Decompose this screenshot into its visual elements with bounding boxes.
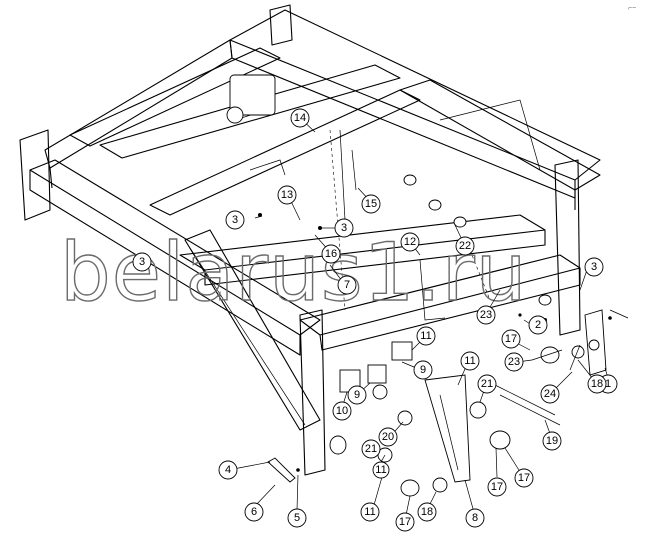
- callout-3: 3: [584, 257, 604, 277]
- svg-text:9: 9: [420, 364, 426, 376]
- svg-text:4: 4: [225, 464, 231, 476]
- callout-19: 19: [542, 431, 562, 451]
- corner-mark: ⌐~: [628, 5, 636, 12]
- callout-18: 18: [417, 502, 437, 522]
- svg-text:14: 14: [294, 112, 306, 124]
- svg-text:2: 2: [535, 319, 541, 331]
- svg-text:19: 19: [546, 435, 558, 447]
- watermark-text: belarus1.ru: [60, 226, 527, 319]
- callout-3: 3: [132, 252, 152, 272]
- callout-23: 23: [504, 352, 524, 372]
- svg-text:11: 11: [375, 464, 386, 476]
- svg-text:17: 17: [505, 333, 517, 345]
- svg-text:17: 17: [399, 516, 411, 528]
- svg-text:24: 24: [544, 388, 556, 400]
- svg-text:18: 18: [421, 506, 433, 518]
- svg-text:8: 8: [472, 512, 478, 524]
- callout-23: 23: [476, 305, 496, 325]
- callout-3: 3: [225, 210, 245, 230]
- callout-16: 16: [321, 244, 341, 264]
- svg-text:1: 1: [605, 378, 611, 390]
- svg-text:3: 3: [341, 222, 347, 234]
- svg-text:9: 9: [354, 389, 360, 401]
- callout-17: 17: [487, 477, 507, 497]
- callout-4: 4: [218, 460, 238, 480]
- svg-text:10: 10: [336, 405, 348, 417]
- callout-21: 21: [477, 374, 497, 394]
- callout-21: 21: [361, 439, 381, 459]
- svg-text:21: 21: [365, 443, 377, 455]
- svg-text:3: 3: [139, 256, 145, 268]
- svg-text:17: 17: [518, 472, 530, 484]
- callout-11: 11: [372, 461, 390, 479]
- callout-11: 11: [460, 351, 480, 371]
- callout-3: 3: [334, 218, 354, 238]
- svg-text:17: 17: [491, 481, 503, 493]
- svg-text:16: 16: [325, 248, 337, 260]
- callout-5: 5: [287, 508, 307, 528]
- frame-drawing: [19, 4, 612, 476]
- callout-22: 22: [455, 236, 475, 256]
- svg-text:12: 12: [404, 236, 416, 248]
- svg-text:5: 5: [294, 512, 300, 524]
- callout-24: 24: [540, 384, 560, 404]
- callout-8: 8: [465, 508, 485, 528]
- svg-text:11: 11: [464, 355, 475, 367]
- svg-text:23: 23: [480, 309, 492, 321]
- svg-text:15: 15: [365, 198, 377, 210]
- callout-6: 6: [244, 502, 264, 522]
- svg-text:20: 20: [382, 431, 394, 443]
- callout-12: 12: [400, 232, 420, 252]
- callout-11: 11: [360, 502, 380, 522]
- callout-2: 2: [528, 315, 548, 335]
- callout-7: 7: [337, 275, 357, 295]
- callout-20: 20: [378, 427, 398, 447]
- svg-text:18: 18: [591, 378, 603, 390]
- callout-17: 17: [501, 329, 521, 349]
- svg-text:7: 7: [344, 279, 350, 291]
- callout-17: 17: [395, 512, 415, 532]
- svg-text:21: 21: [481, 378, 493, 390]
- callout-9: 9: [413, 360, 433, 380]
- callout-17: 17: [514, 468, 534, 488]
- callout-14: 14: [290, 108, 310, 128]
- leader-lines: [227, 117, 629, 521]
- callout-18: 18: [587, 374, 607, 394]
- svg-text:11: 11: [420, 330, 431, 342]
- callouts: 1 2 3 3 3 3 4 5 6 7 8 9 9 10 11 11 11 11…: [132, 108, 618, 532]
- callout-13: 13: [277, 185, 297, 205]
- svg-text:22: 22: [459, 240, 471, 252]
- svg-text:6: 6: [251, 506, 257, 518]
- callout-15: 15: [361, 194, 381, 214]
- svg-text:3: 3: [591, 261, 597, 273]
- callout-11: 11: [416, 326, 436, 346]
- svg-text:13: 13: [281, 189, 293, 201]
- svg-text:23: 23: [508, 356, 520, 368]
- callout-9: 9: [347, 385, 367, 405]
- callout-10: 10: [332, 401, 352, 421]
- svg-text:3: 3: [232, 214, 238, 226]
- svg-text:11: 11: [364, 506, 375, 518]
